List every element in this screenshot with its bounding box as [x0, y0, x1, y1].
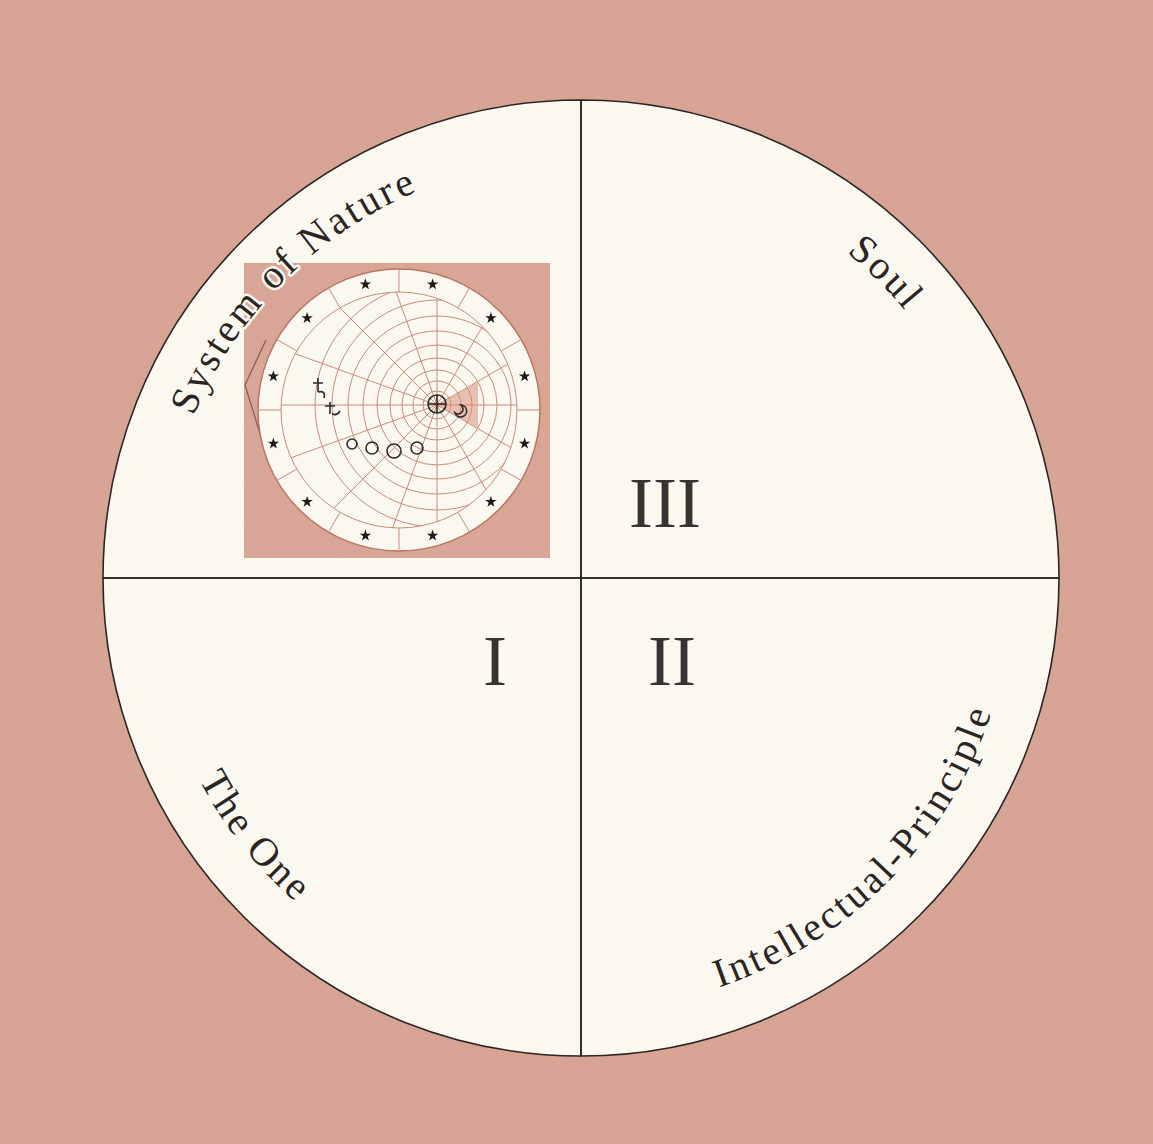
quadrant: SoulIII	[581, 100, 1059, 578]
light-wedge	[437, 382, 478, 428]
main-circle-fill	[103, 100, 1059, 1056]
curved-label-layer: System of Nature	[103, 100, 581, 578]
inset-texture	[244, 263, 550, 558]
quadrant-outline	[103, 100, 581, 578]
quadrant-label: System of Nature	[160, 157, 423, 420]
roman-numeral: I	[483, 625, 507, 697]
quadrant-border	[103, 100, 581, 578]
quadrant-label: The One	[191, 762, 322, 911]
quadrant-border	[103, 578, 581, 1056]
roman-numeral: II	[648, 625, 696, 697]
quadrant-label: Intellectual-Principle	[707, 698, 1001, 996]
curved-label-layer: The One	[103, 578, 581, 1056]
quadrant-outline	[103, 578, 581, 1056]
inset-ground	[244, 263, 550, 558]
quadrant-border	[581, 578, 1059, 1056]
planet-symbols	[313, 378, 467, 458]
quadrant: Intellectual-PrincipleII	[581, 578, 1059, 1056]
quadrant: The One I	[103, 578, 581, 1056]
fixed-stars	[268, 278, 531, 540]
quadrant-label: Soul	[841, 225, 935, 318]
roman-numeral: III	[629, 467, 701, 539]
quadrant-border	[581, 100, 1059, 578]
quadrant: System of Nature	[103, 100, 581, 578]
